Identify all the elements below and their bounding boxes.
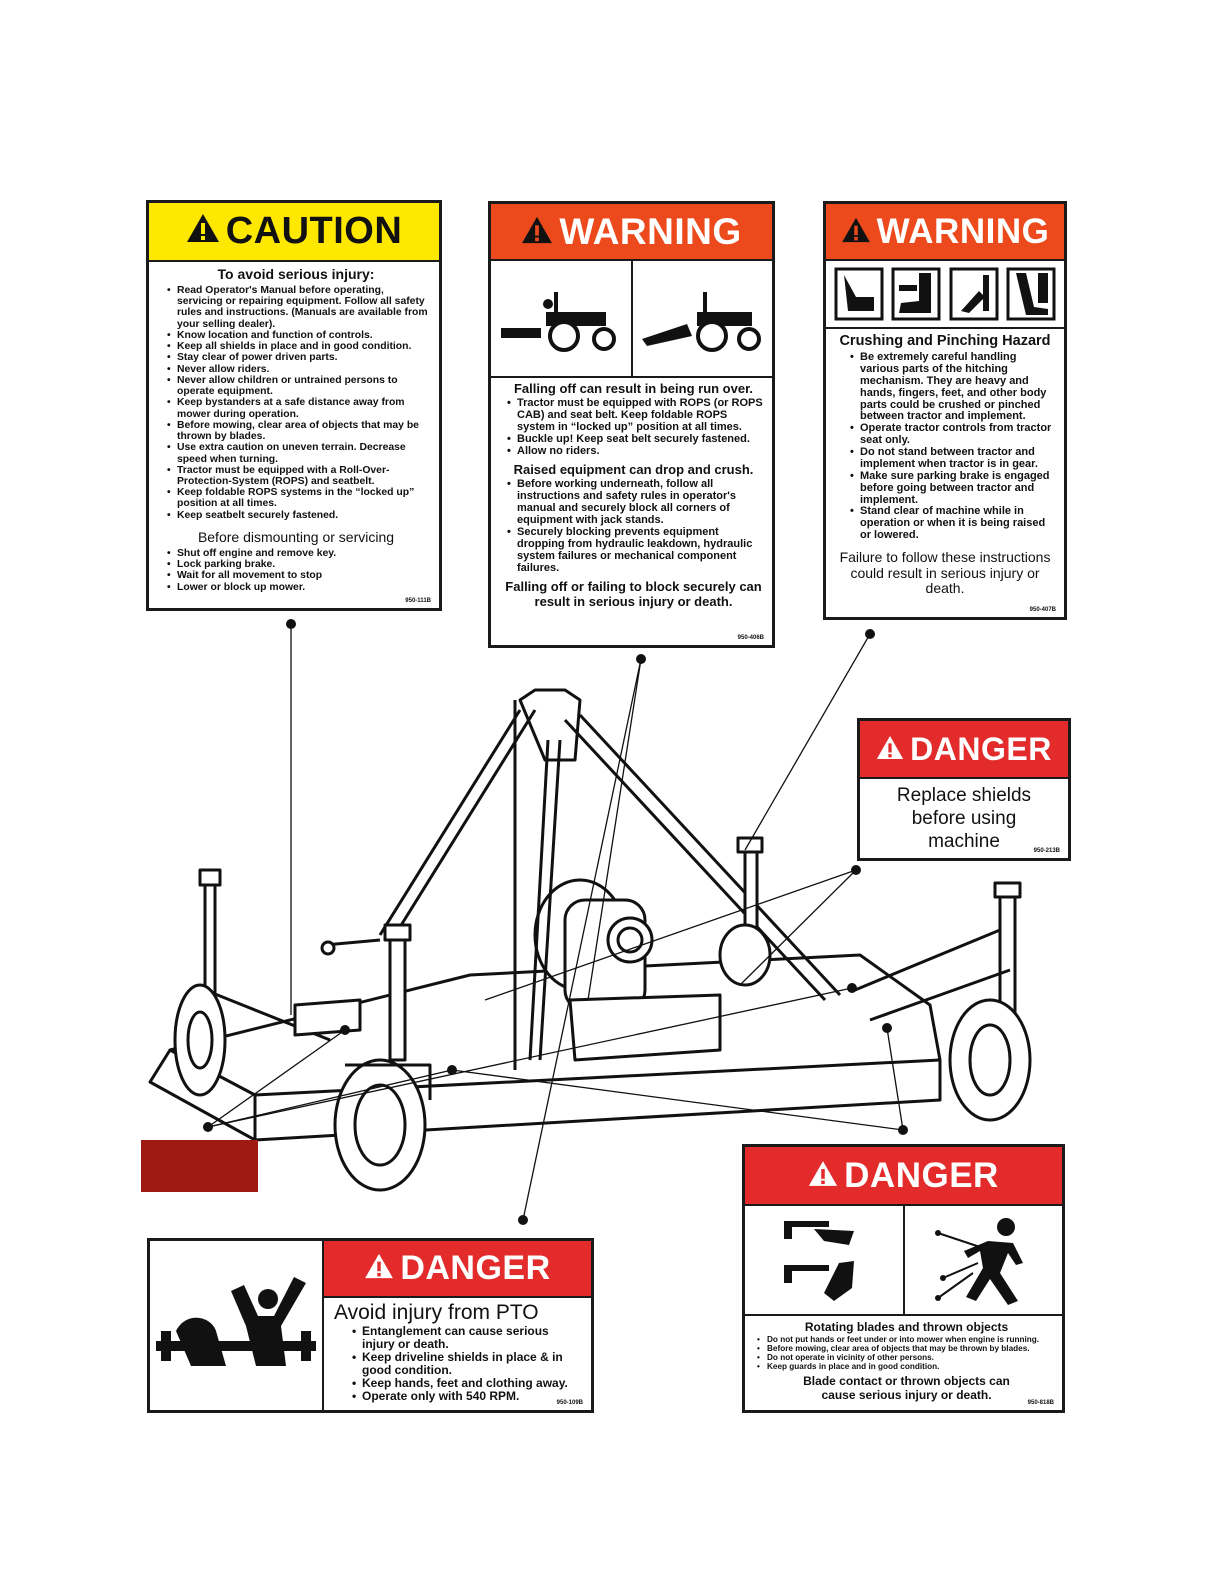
list-item: Do not operate in vicinity of other pers… <box>757 1353 1054 1363</box>
warning-crush-list: Be extremely careful handling various pa… <box>846 351 1056 542</box>
callout-dots <box>203 619 908 1225</box>
warning-triangle-icon <box>364 1249 394 1288</box>
warning-runover-list2: Before working underneath, follow all in… <box>503 478 764 575</box>
danger-pto-header-label: DANGER <box>400 1249 551 1287</box>
mower-deck <box>148 688 1032 1192</box>
list-item: Tractor must be equipped with ROPS (or R… <box>507 397 764 434</box>
red-label-block <box>141 1140 258 1192</box>
list-item: Know location and function of controls. <box>167 330 429 341</box>
caution-header-label: CAUTION <box>225 210 403 252</box>
list-item: Before mowing, clear area of objects tha… <box>757 1344 1054 1354</box>
danger-blades-decal: DANGER Rotating blades and thrown object… <box>742 1144 1065 1413</box>
list-item: Do not stand between tractor and impleme… <box>850 446 1056 471</box>
warning-triangle-icon <box>808 1156 838 1196</box>
danger-blades-footer: Blade contact or thrown objects can caus… <box>803 1374 1010 1403</box>
list-item: Keep hands, feet and clothing away. <box>352 1376 583 1390</box>
warning-triangle-icon <box>186 210 220 253</box>
danger-pto-header: DANGER <box>324 1241 591 1298</box>
list-item: Shut off engine and remove key. <box>167 548 429 559</box>
warning-triangle-icon <box>876 731 904 768</box>
danger-blades-header: DANGER <box>745 1147 1062 1206</box>
list-item: Tractor must be equipped with a Roll-Ove… <box>167 465 429 487</box>
warning-crush-header-label: WARNING <box>876 211 1050 251</box>
warning-crush-title: Crushing and Pinching Hazard <box>839 333 1051 349</box>
danger-blades-title: Rotating blades and thrown objects <box>804 1320 1009 1334</box>
warning-triangle-icon <box>841 212 871 252</box>
warning-runover-pictograms <box>491 261 772 378</box>
hand-pinch-icon <box>949 267 999 321</box>
danger-blades-list: Do not put hands or feet under or into m… <box>757 1335 1054 1372</box>
list-item: Keep driveline shields in place & in goo… <box>352 1350 583 1377</box>
list-item: Keep foldable ROPS systems in the “locke… <box>167 487 429 509</box>
list-item: Lower or block up mower. <box>167 582 429 593</box>
leg-crush-icon <box>1006 267 1056 321</box>
warning-runover-header: WARNING <box>491 204 772 261</box>
warning-runover-title1: Falling off can result in being run over… <box>513 381 754 396</box>
list-item: Before working underneath, follow all in… <box>507 478 764 527</box>
list-item: Use extra caution on uneven terrain. Dec… <box>167 442 429 464</box>
danger-pto-title: Avoid injury from PTO <box>334 1301 539 1324</box>
list-item: Lock parking brake. <box>167 559 429 570</box>
list-item: Entanglement can cause serious injury or… <box>352 1325 583 1351</box>
danger-pto-list: Entanglement can cause serious injury or… <box>348 1325 583 1403</box>
list-item: Operate tractor controls from tractor se… <box>850 422 1056 447</box>
decal-code: 950-818B <box>1027 1400 1054 1406</box>
decal-code: 950-109B <box>556 1400 583 1406</box>
list-item: Before mowing, clear area of objects tha… <box>167 420 429 442</box>
list-item: Stay clear of power driven parts. <box>167 352 429 363</box>
callout-lines <box>207 624 904 1221</box>
list-item: Read Operator's Manual before operating,… <box>167 285 429 330</box>
warning-runover-decal: WARNING Falling off can result in bei <box>488 201 775 648</box>
list-item: Buckle up! Keep seat belt securely faste… <box>507 433 764 446</box>
danger-shields-decal: DANGER Replace shields before using mach… <box>857 718 1071 861</box>
list-item: Keep seatbelt securely fastened. <box>167 510 429 521</box>
list-item: Keep guards in place and in good conditi… <box>757 1362 1054 1372</box>
list-item: Operate only with 540 RPM. <box>352 1389 583 1403</box>
danger-shields-header: DANGER <box>860 721 1068 779</box>
list-item: Never allow children or untrained person… <box>167 375 429 397</box>
danger-shields-text: Replace shields before using machine <box>896 785 1032 852</box>
danger-pto-decal: DANGER Avoid injury from PTO Entanglemen… <box>147 1238 594 1413</box>
list-item: Keep bystanders at a safe distance away … <box>167 397 429 419</box>
decal-code: 950-406B <box>737 635 764 641</box>
list-item: Be extremely careful handling various pa… <box>850 351 1056 423</box>
hand-foot-blade-icon <box>745 1206 903 1314</box>
list-item: Never allow riders. <box>167 364 429 375</box>
danger-blades-pictograms <box>745 1206 1062 1316</box>
crush-pictogram-row <box>826 261 1064 329</box>
decal-code: 950-213B <box>1033 848 1060 854</box>
thrown-objects-icon <box>902 1206 1063 1314</box>
warning-runover-header-label: WARNING <box>559 210 742 252</box>
caution-subtitle: To avoid serious injury: <box>217 266 375 282</box>
warning-runover-list1: Tractor must be equipped with ROPS (or R… <box>503 397 764 458</box>
hand-crush-icon <box>834 267 884 321</box>
list-item: Stand clear of machine while in operatio… <box>850 505 1056 542</box>
warning-crush-header: WARNING <box>826 204 1064 261</box>
danger-blades-header-label: DANGER <box>844 1155 999 1195</box>
warning-runover-footer: Falling off or failing to block securely… <box>505 579 762 609</box>
list-item: Do not put hands or feet under or into m… <box>757 1335 1054 1345</box>
caution-bullet-list: Read Operator's Manual before operating,… <box>163 285 429 521</box>
caution-header: CAUTION <box>149 203 439 262</box>
caution-section2-title: Before dismounting or servicing <box>197 528 395 545</box>
danger-shields-header-label: DANGER <box>910 730 1052 767</box>
list-item: Allow no riders. <box>507 445 764 458</box>
foot-crush-icon <box>891 267 941 321</box>
pto-entanglement-icon <box>150 1241 324 1410</box>
caution-decal: CAUTION To avoid serious injury: Read Op… <box>146 200 442 611</box>
decal-code: 950-111B <box>405 598 431 604</box>
list-item: Securely blocking prevents equipment dro… <box>507 526 764 575</box>
decal-code: 950-407B <box>1029 607 1056 613</box>
list-item: Wait for all movement to stop <box>167 570 429 581</box>
warning-crush-decal: WARNING Crushing and Pinching Hazard Be … <box>823 201 1067 620</box>
caution-section2-list: Shut off engine and remove key. Lock par… <box>163 548 429 593</box>
warning-runover-title2: Raised equipment can drop and crush. <box>513 462 754 478</box>
warning-crush-footer: Failure to follow these instructions cou… <box>839 549 1051 597</box>
tractor-runover-icon <box>491 261 631 376</box>
warning-triangle-icon <box>521 211 553 253</box>
list-item: Keep all shields in place and in good co… <box>167 341 429 352</box>
tractor-crush-icon <box>630 261 773 376</box>
list-item: Make sure parking brake is engaged befor… <box>850 470 1056 507</box>
